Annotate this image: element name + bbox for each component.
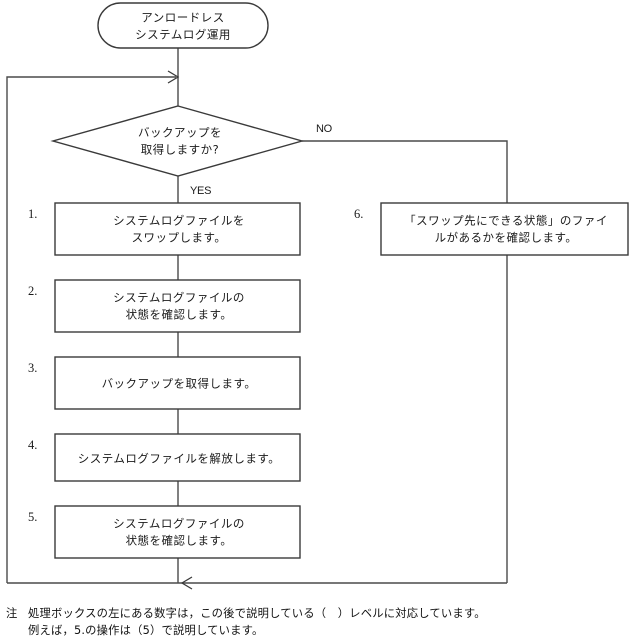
process-box-2-line-2: 状態を確認します。: [126, 308, 233, 322]
note-line-1: 処理ボックスの左にある数字は，この後で説明している（ ）レベルに対応しています。: [28, 606, 486, 620]
terminator-start-line-2: システムログ運用: [135, 28, 231, 42]
decision-line-1: バックアップを: [138, 126, 222, 140]
process-box-1: [54, 202, 301, 256]
process-box-5-line-2: 状態を確認します。: [126, 534, 233, 548]
process-box-6: [380, 202, 629, 256]
process-box-5-line-1: システムログファイルの: [113, 517, 245, 531]
process-box-6-line-2: ルがあるかを確認します。: [435, 231, 578, 245]
note-line-2: 例えば，5.の操作は（5）で説明しています。: [28, 623, 264, 637]
note-marker: 注: [6, 606, 18, 620]
process-box-4-line-1: システムログファイルを解放します。: [78, 452, 281, 466]
process-number-3: 3.: [28, 361, 37, 375]
process-number-1: 1.: [28, 207, 37, 221]
process-box-5: [54, 505, 301, 559]
decision-backup: [50, 105, 305, 177]
terminator-start-line-1: アンロードレス: [141, 11, 225, 25]
terminator-start: [97, 2, 269, 49]
branch-label-yes: YES: [190, 185, 211, 197]
process-number-6: 6.: [354, 207, 363, 221]
branch-label-no: NO: [316, 123, 333, 135]
process-box-4: [54, 433, 301, 482]
process-box-3: [54, 356, 301, 410]
process-box-1-line-1: システムログファイルを: [113, 214, 245, 228]
process-number-5: 5.: [28, 510, 37, 524]
process-box-2: [54, 279, 301, 333]
process-number-4: 4.: [28, 438, 37, 452]
connector-decision-no: [302, 140, 508, 203]
process-box-2-line-1: システムログファイルの: [113, 291, 245, 305]
arrowhead-bottom-rail: [180, 576, 193, 590]
process-box-3-line-1: バックアップを取得します。: [102, 377, 257, 391]
arrowhead-loopback: [167, 70, 180, 84]
connector-loopback-rail: [6, 76, 176, 583]
process-number-2: 2.: [28, 284, 37, 298]
decision-line-2: 取得しますか?: [141, 143, 220, 157]
process-box-6-line-1: 「スワップ先にできる状態」のファイ: [404, 214, 608, 228]
process-box-1-line-2: スワップします。: [132, 231, 227, 245]
